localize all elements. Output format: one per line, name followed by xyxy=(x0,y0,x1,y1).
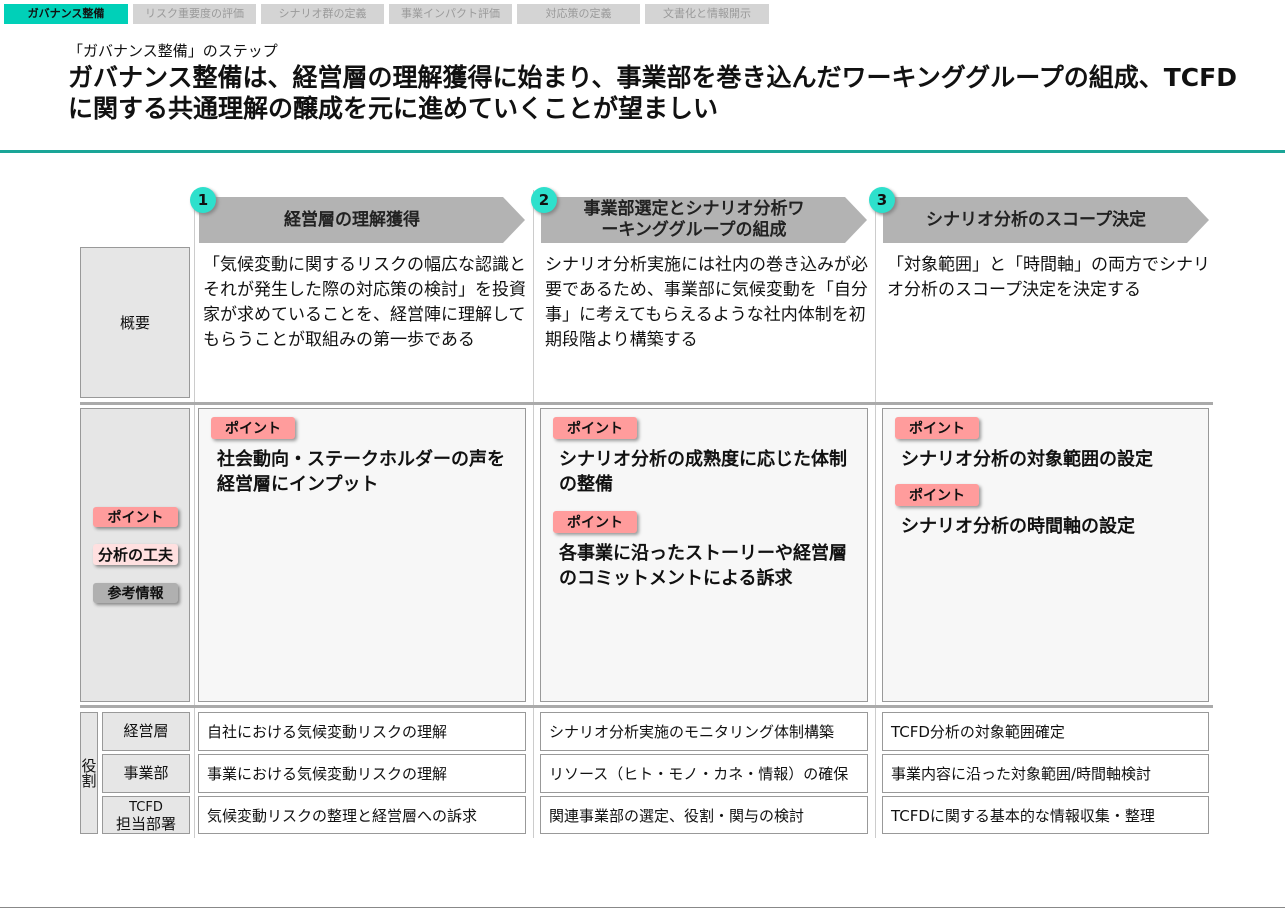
point-badge: ポイント xyxy=(553,417,637,439)
step-title: シナリオ分析のスコープ決定 xyxy=(926,209,1146,230)
point-text: シナリオ分析の成熟度に応じた体制の整備 xyxy=(559,449,847,495)
point-text: 各事業に沿ったストーリーや経営層のコミットメントによる訴求 xyxy=(559,543,847,589)
step-3-number: 3 xyxy=(869,187,895,213)
footer-divider xyxy=(0,907,1285,908)
role-text: 事業内容に沿った対象範囲/時間軸検討 xyxy=(891,765,1152,783)
point-text: 社会動向・ステークホルダーの声を経営層にインプット xyxy=(217,449,505,495)
role-text: リソース（ヒト・モノ・カネ・情報）の確保 xyxy=(549,765,849,783)
roles-label-text: 役割 xyxy=(79,758,98,788)
step-1-header: 経営層の理解獲得 xyxy=(199,197,525,243)
page-title: ガバナンス整備は、経営層の理解獲得に始まり、事業部を巻き込んだワーキンググループ… xyxy=(68,63,1237,123)
point-badge: ポイント xyxy=(553,511,637,533)
role-cell: シナリオ分析実施のモニタリング体制構築 xyxy=(540,712,868,751)
tab-governance[interactable]: ガバナンス整備 xyxy=(4,4,128,24)
role-cell: 自社における気候変動リスクの理解 xyxy=(198,712,526,751)
header-divider xyxy=(0,150,1285,153)
tab-scenario-definition[interactable]: シナリオ群の定義 xyxy=(261,4,384,24)
overview-label: 概要 xyxy=(80,247,190,398)
role-text: TCFDに関する基本的な情報収集・整理 xyxy=(891,806,1155,825)
step-1-points: ポイント 社会動向・ステークホルダーの声を経営層にインプット xyxy=(198,408,526,702)
step-2-overview: シナリオ分析実施には社内の巻き込みが必要であるため、事業部に気候変動を「自分事」… xyxy=(545,255,868,350)
role-label-management: 経営層 xyxy=(102,712,190,751)
step-1-number: 1 xyxy=(190,187,216,213)
tab-countermeasures[interactable]: 対応策の定義 xyxy=(517,4,640,24)
point-text: シナリオ分析の時間軸の設定 xyxy=(901,516,1135,537)
role-text: 関連事業部の選定、役割・関与の検討 xyxy=(549,806,805,825)
role-cell: TCFDに関する基本的な情報収集・整理 xyxy=(882,796,1209,834)
point-badge: ポイント xyxy=(895,417,979,439)
point-badge: ポイント xyxy=(211,417,295,439)
point-text: シナリオ分析の対象範囲の設定 xyxy=(901,449,1153,470)
step-title: 事業部選定とシナリオ分析ワーキンググループの組成 xyxy=(583,199,805,240)
overview-label-text: 概要 xyxy=(119,314,150,332)
role-text: TCFD分析の対象範囲確定 xyxy=(891,723,1065,741)
step-3-overview: 「対象範囲」と「時間軸」の両方でシナリオ分析のスコープ決定を決定する xyxy=(887,255,1210,300)
step-3-points: ポイント シナリオ分析の対象範囲の設定 ポイント シナリオ分析の時間軸の設定 xyxy=(882,408,1209,702)
step-1-overview: 「気候変動に関するリスクの幅広な認識とそれが発生した際の対応策の検討」を投資家が… xyxy=(203,255,526,350)
role-label-text: 経営層 xyxy=(123,722,169,740)
step-title: 経営層の理解獲得 xyxy=(284,209,420,230)
section-divider xyxy=(80,705,1213,708)
role-cell: TCFD分析の対象範囲確定 xyxy=(882,712,1209,751)
tab-disclosure[interactable]: 文書化と情報開示 xyxy=(645,4,769,24)
role-text: 事業における気候変動リスクの理解 xyxy=(207,765,448,783)
step-2-number: 2 xyxy=(531,187,557,213)
column-divider xyxy=(533,190,534,838)
role-text: 気候変動リスクの整理と経営層への訴求 xyxy=(207,806,478,825)
role-label-business-unit: 事業部 xyxy=(102,754,190,793)
legend-reference: 参考情報 xyxy=(93,583,178,603)
role-label-text: TCFD xyxy=(129,800,163,815)
step-3-header: シナリオ分析のスコープ決定 xyxy=(883,197,1209,243)
column-divider xyxy=(194,190,195,838)
role-label-text: 担当部署 xyxy=(115,815,176,833)
role-cell: 関連事業部の選定、役割・関与の検討 xyxy=(540,796,868,834)
role-text: シナリオ分析実施のモニタリング体制構築 xyxy=(549,723,835,741)
column-divider xyxy=(875,190,876,838)
role-cell: 事業内容に沿った対象範囲/時間軸検討 xyxy=(882,754,1209,793)
role-cell: 事業における気候変動リスクの理解 xyxy=(198,754,526,793)
role-label-text: 事業部 xyxy=(123,764,169,782)
step-2-points: ポイント シナリオ分析の成熟度に応じた体制の整備 ポイント 各事業に沿ったストー… xyxy=(540,408,868,702)
legend-tip: 分析の工夫 xyxy=(93,544,178,565)
role-cell: 気候変動リスクの整理と経営層への訴求 xyxy=(198,796,526,834)
roles-label: 役割 xyxy=(80,712,98,834)
point-badge: ポイント xyxy=(895,484,979,506)
page-subtitle: 「ガバナンス整備」のステップ xyxy=(68,42,278,60)
tab-business-impact[interactable]: 事業インパクト評価 xyxy=(389,4,512,24)
tab-risk-evaluation[interactable]: リスク重要度の評価 xyxy=(133,4,256,24)
step-2-header: 事業部選定とシナリオ分析ワーキンググループの組成 xyxy=(541,197,867,243)
role-cell: リソース（ヒト・モノ・カネ・情報）の確保 xyxy=(540,754,868,793)
section-divider xyxy=(80,402,1213,405)
legend-point: ポイント xyxy=(93,507,178,527)
role-text: 自社における気候変動リスクの理解 xyxy=(207,723,448,741)
